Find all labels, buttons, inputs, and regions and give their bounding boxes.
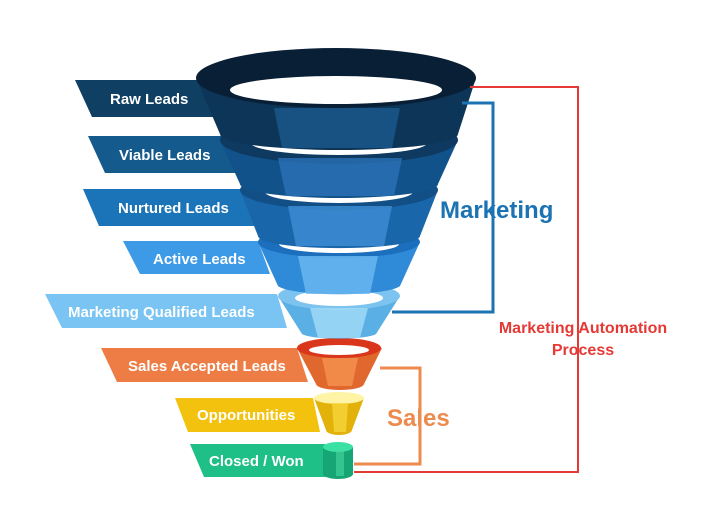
- stage-banners: [45, 80, 333, 477]
- banner-nurtured-leads: [83, 189, 260, 226]
- group-label-automation-line2: Process: [552, 342, 614, 359]
- label-nurtured-leads: Nurtured Leads: [118, 200, 229, 217]
- ring-raw: [196, 48, 476, 150]
- ring-opportunities: [314, 392, 364, 435]
- label-closed-won: Closed / Won: [209, 453, 304, 470]
- label-raw-leads: Raw Leads: [110, 91, 188, 108]
- group-label-marketing: Marketing: [440, 197, 553, 224]
- bracket-marketing: [392, 101, 495, 314]
- label-sales-accepted: Sales Accepted Leads: [128, 358, 286, 375]
- banner-mql: [45, 294, 287, 328]
- banner-active-leads: [123, 241, 270, 274]
- group-label-sales: Sales: [387, 405, 450, 432]
- bracket-automation: [354, 86, 579, 473]
- banner-viable-leads: [88, 136, 258, 173]
- funnel-rings: [196, 48, 476, 479]
- label-active-leads: Active Leads: [153, 251, 246, 268]
- label-viable-leads: Viable Leads: [119, 147, 210, 164]
- group-label-automation-line1: Marketing Automation: [499, 320, 667, 337]
- ring-sales-accepted: [297, 338, 382, 390]
- stage-labels: Raw Leads Viable Leads Nurtured Leads Ac…: [68, 91, 304, 470]
- ring-closed-won: [323, 442, 353, 479]
- bracket-sales: [354, 366, 422, 466]
- banner-sales-accepted: [101, 348, 308, 382]
- banner-opportunities: [175, 398, 320, 432]
- banner-closed-won: [190, 444, 333, 477]
- label-opportunities: Opportunities: [197, 407, 295, 424]
- label-mql: Marketing Qualified Leads: [68, 304, 255, 321]
